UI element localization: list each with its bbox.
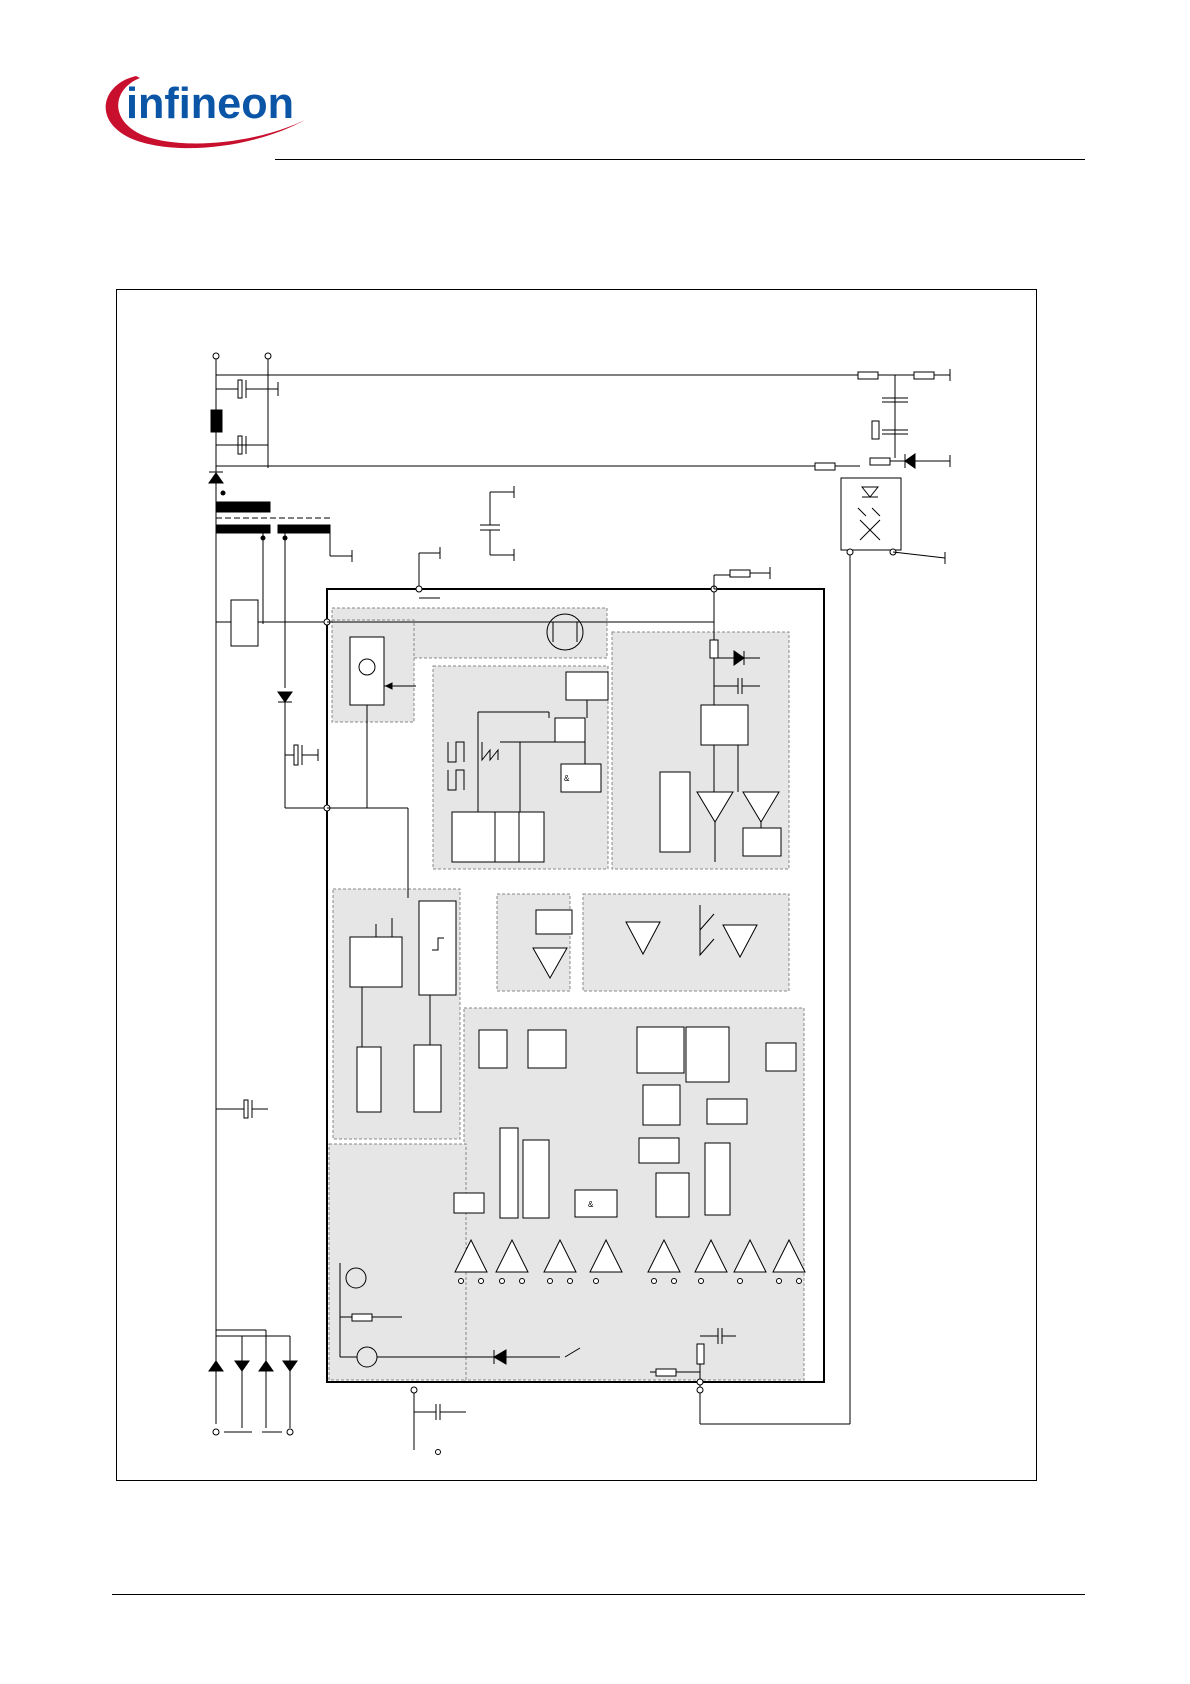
protection-hysteresis <box>522 1139 550 1219</box>
tl431-shunt <box>904 453 916 469</box>
oscillator-waveform-2 <box>481 742 499 762</box>
bias-resistor <box>351 1313 373 1322</box>
internal-resistor <box>655 1368 677 1377</box>
softstart-ramp-2 <box>699 930 715 957</box>
transformer-secondary <box>215 524 271 534</box>
oscillator-block <box>451 811 545 863</box>
output-resistor-4 <box>869 457 891 466</box>
comparator-row <box>454 1238 806 1273</box>
startup-cell <box>349 636 385 706</box>
feedback-pullup-resistor <box>729 569 751 578</box>
fb-buffer <box>700 704 749 746</box>
protection-block-6 <box>642 1084 681 1126</box>
figure-frame <box>116 289 1037 1481</box>
input-terminal-1 <box>212 352 220 360</box>
protection-block-9 <box>704 1142 731 1216</box>
gate-driver <box>565 671 609 701</box>
footer-rule <box>112 1594 1085 1595</box>
protection-block-10 <box>655 1172 690 1218</box>
bias-current-source-1 <box>345 1267 367 1289</box>
vcc-bulk-capacitor <box>243 1099 249 1119</box>
input-terminal-2 <box>264 352 272 360</box>
startup-current-source-icon <box>358 658 376 676</box>
protection-block-5 <box>765 1042 797 1072</box>
input-stage <box>208 352 860 1424</box>
transformer-aux <box>277 524 331 534</box>
undervoltage-block <box>356 1046 382 1113</box>
protection-block-3 <box>636 1026 685 1074</box>
current-sense-block <box>496 893 571 992</box>
input-inductor <box>210 409 223 433</box>
pwm-and-gate <box>560 763 602 793</box>
fb-zener <box>733 650 745 666</box>
protection-timer <box>499 1127 519 1219</box>
softstart-block <box>582 893 790 992</box>
power-mosfet-icon <box>546 613 584 651</box>
fb-reference <box>659 771 691 853</box>
softstart-comparator <box>625 921 661 956</box>
oscillator-waveform-3 <box>447 769 465 791</box>
protection-block-4 <box>685 1026 730 1083</box>
logo-wordmark: infineon <box>126 79 294 128</box>
output-resistor-1 <box>857 371 879 380</box>
pwm-comparator <box>696 791 734 823</box>
header-rule <box>275 159 1085 160</box>
output-diodes <box>208 1360 298 1372</box>
aux-capacitor <box>293 744 299 766</box>
oscillator-waveform-1 <box>447 741 465 763</box>
protection-and-gate <box>574 1189 618 1218</box>
protection-block-8 <box>638 1137 680 1164</box>
vcc-regulator <box>349 936 403 988</box>
logo-swoosh <box>105 76 305 149</box>
internal-resistor-2 <box>696 1343 705 1365</box>
output-resistor-3 <box>871 420 880 440</box>
leading-edge-blanking <box>535 909 573 935</box>
protection-block-left <box>328 1143 467 1381</box>
protection-block-7 <box>706 1098 748 1125</box>
input-capacitor-1 <box>237 379 243 399</box>
current-sense-comparator <box>532 947 568 980</box>
fb-logic <box>742 827 782 857</box>
sense-resistor <box>230 599 259 647</box>
aux-diode <box>277 691 293 703</box>
opto-led-resistor <box>814 462 836 471</box>
input-capacitor-2 <box>237 435 243 455</box>
overload-comparator <box>722 924 758 959</box>
optocoupler <box>840 477 902 551</box>
pwm-flipflop <box>554 717 586 743</box>
opto-led <box>860 486 880 498</box>
and-gate-symbol: & <box>564 774 570 783</box>
protection-latch <box>453 1192 485 1214</box>
fb-comparator <box>742 791 780 823</box>
output-resistor-2 <box>913 371 935 380</box>
transformer-primary <box>215 501 271 513</box>
fb-resistor <box>709 639 719 659</box>
overvoltage-block <box>413 1044 442 1113</box>
ic-outline <box>326 588 825 1383</box>
input-diode <box>208 472 224 484</box>
internal-zener <box>493 1349 507 1365</box>
protection-block-2 <box>527 1029 567 1069</box>
protection-and-symbol: & <box>588 1200 594 1209</box>
protection-block-1 <box>478 1029 508 1069</box>
infineon-logo: infineon <box>105 76 305 149</box>
protection-block <box>463 1007 805 1381</box>
comparator-reference-pins <box>458 1278 802 1284</box>
